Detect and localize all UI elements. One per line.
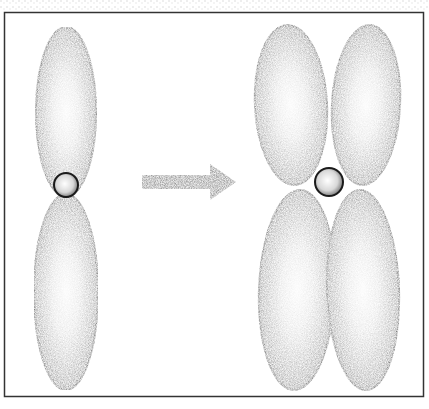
scan-noise-strip	[0, 0, 429, 12]
lower-arm	[34, 194, 98, 390]
centromere	[54, 173, 78, 197]
shared-centromere	[315, 168, 343, 196]
upper-arm	[36, 27, 96, 197]
